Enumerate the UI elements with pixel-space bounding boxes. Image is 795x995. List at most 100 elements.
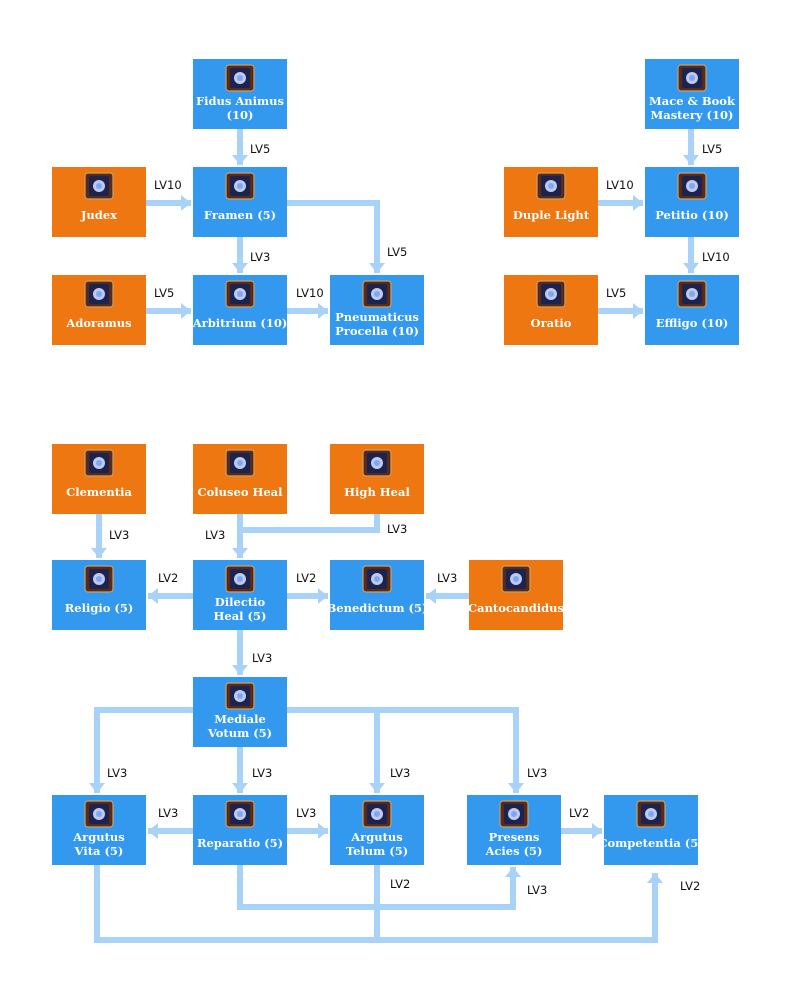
skill-figures-icon [225, 565, 255, 593]
arrowhead [148, 588, 158, 604]
arrowhead [318, 303, 328, 319]
node-label: Religio (5) [65, 601, 134, 615]
edge-canto-benedictum: LV3 [426, 571, 469, 604]
edge-telum-competentia: LV2 [374, 865, 410, 940]
skill-node-petitio[interactable]: Petitio (10) [645, 167, 739, 237]
skill-node-reparatio[interactable]: Reparatio (5) [193, 795, 287, 865]
skill-node-fidus-animus[interactable]: Fidus Animus(10) [193, 59, 287, 129]
skill-node-coluseo-heal[interactable]: Coluseo Heal [193, 444, 287, 514]
arrowhead [232, 783, 248, 793]
skill-node-judex[interactable]: Judex [52, 167, 146, 237]
edge-label: LV3 [527, 766, 547, 780]
edge-label: LV3 [107, 766, 127, 780]
node-label: Heal (5) [214, 609, 267, 623]
node-label: Petitio (10) [655, 208, 729, 222]
skill-node-benedictum[interactable]: Benedictum (5) [327, 560, 428, 630]
arrowhead [505, 867, 521, 877]
skill-orb-icon [499, 800, 529, 828]
arrowhead [181, 303, 191, 319]
edge-arbitrium-pneumaticus: LV10 [287, 286, 328, 319]
edge-oratio-effligo: LV5 [598, 286, 643, 319]
node-label: Competentia (5) [598, 836, 703, 850]
edge-mediale-vita: LV3 [89, 707, 193, 793]
node-label: Duple Light [513, 208, 590, 222]
node-label: Argutus [350, 830, 403, 844]
edge-label: LV3 [252, 651, 272, 665]
edge-label: LV5 [606, 286, 626, 300]
node-label: Oratio [531, 316, 572, 330]
skill-cross-icon [362, 449, 392, 477]
edge-label: LV2 [296, 571, 316, 585]
skill-node-religio[interactable]: Religio (5) [52, 560, 146, 630]
edge-line [94, 865, 658, 943]
arrowhead [369, 783, 385, 793]
arrowhead [232, 548, 248, 558]
edge-line [287, 707, 380, 793]
arrowhead [647, 873, 663, 883]
edge-line [240, 514, 380, 533]
edge-label: LV3 [158, 806, 178, 820]
edge-mediale-reparatio: LV3 [232, 747, 272, 793]
edge-duple-petitio: LV10 [598, 178, 643, 211]
node-label: (10) [227, 108, 254, 122]
node-label: Votum (5) [207, 726, 272, 740]
edge-dilectio-mediale: LV3 [232, 630, 272, 675]
edge-label: LV2 [569, 806, 589, 820]
skill-node-adoramus[interactable]: Adoramus [52, 275, 146, 345]
edge-dilectio-benedictum: LV2 [287, 571, 328, 604]
edge-high-dilectio: LV3 [240, 514, 407, 536]
skill-node-high-heal[interactable]: High Heal [330, 444, 424, 514]
skill-wand-icon [225, 682, 255, 710]
node-label: Adoramus [65, 316, 131, 330]
edge-reparatio-vita: LV3 [148, 806, 193, 839]
edge-dilectio-religio: LV2 [148, 571, 193, 604]
skill-node-framen[interactable]: Framen (5) [193, 167, 287, 237]
edge-judex-framen: LV10 [146, 178, 191, 211]
skill-blessing-icon [362, 565, 392, 593]
node-label: Arbitrium (10) [192, 316, 288, 330]
skill-node-clementia[interactable]: Clementia [52, 444, 146, 514]
edge-fidus-framen: LV5 [232, 129, 270, 165]
node-label: Reparatio (5) [197, 836, 283, 850]
edge-label: LV3 [437, 571, 457, 585]
edge-label: LV3 [205, 528, 225, 542]
skill-heal-icon [225, 449, 255, 477]
edge-label: LV3 [250, 250, 270, 264]
node-label: Pneumaticus [335, 310, 419, 324]
skill-node-cantocandidus[interactable]: Cantocandidus [468, 560, 564, 630]
edge-label: LV5 [154, 286, 174, 300]
edge-coluseo-dilectio: LV3 [205, 514, 248, 558]
node-label: Telum (5) [346, 844, 408, 858]
skill-shield-icon [84, 800, 114, 828]
arrowhead [318, 823, 328, 839]
arrowhead [232, 665, 248, 675]
skill-node-arbitrium[interactable]: Arbitrium (10) [192, 275, 288, 345]
edge-label: LV10 [606, 178, 634, 192]
edge-mediale-telum: LV3 [287, 707, 410, 793]
skill-node-competentia[interactable]: Competentia (5) [598, 795, 704, 865]
skill-star-icon [84, 172, 114, 200]
arrowhead [89, 783, 105, 793]
skill-node-effligo[interactable]: Effligo (10) [645, 275, 739, 345]
node-label: Effligo (10) [656, 316, 729, 330]
arrowhead [318, 588, 328, 604]
skill-node-oratio[interactable]: Oratio [504, 275, 598, 345]
skill-burst-icon [225, 172, 255, 200]
skill-sparkle-icon [84, 449, 114, 477]
skill-mace-icon [677, 64, 707, 92]
skill-wings-icon [84, 565, 114, 593]
edge-label: LV2 [390, 877, 410, 891]
edge-label: LV10 [296, 286, 324, 300]
skill-book-icon [225, 64, 255, 92]
edge-clementia-religio: LV3 [91, 514, 129, 558]
skill-node-duple-light[interactable]: Duple Light [504, 167, 598, 237]
arrowhead [633, 303, 643, 319]
